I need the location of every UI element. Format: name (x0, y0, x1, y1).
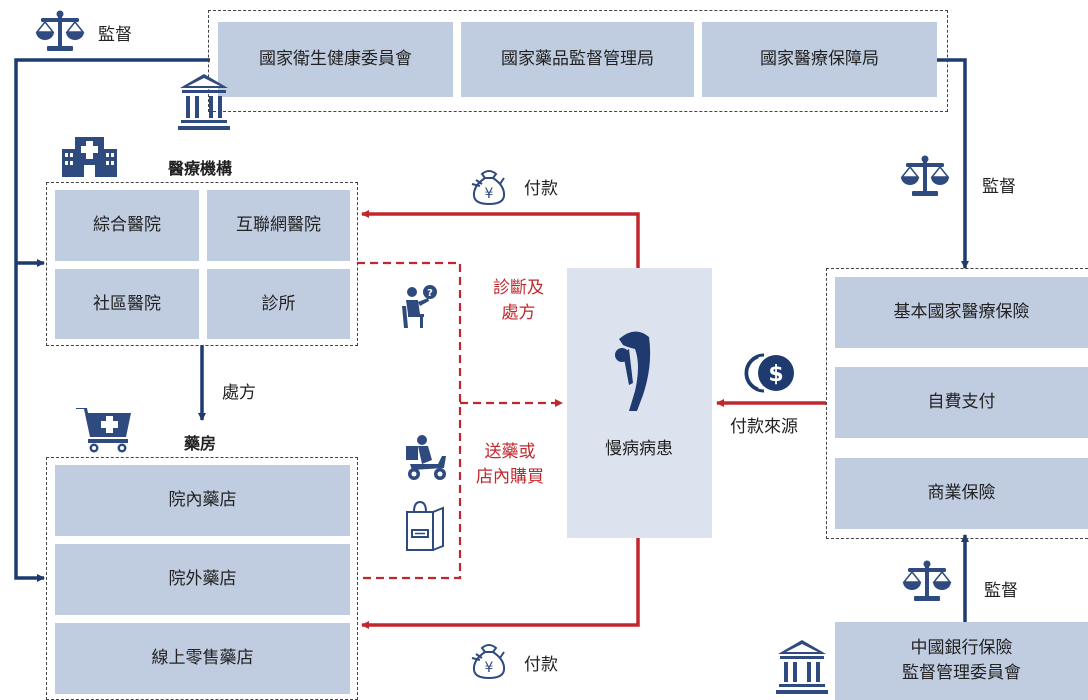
medical-item-label: 診所 (261, 293, 296, 314)
regulator-nhc: 國家衛生健康委員會 (218, 22, 453, 97)
payer-label: 自費支付 (927, 392, 996, 413)
payer-label: 商業保險 (927, 483, 996, 504)
medical-item-label: 綜合醫院 (93, 215, 161, 236)
regulator-nmpa: 國家藥品監督管理局 (461, 22, 694, 97)
cbirc-label: 中國銀行保險 監督管理委員會 (902, 638, 1021, 683)
payment-label-bottom: 付款 (524, 655, 558, 675)
medical-group (46, 182, 358, 346)
scale-icon (35, 10, 85, 51)
payer-self-pay: 自費支付 (835, 367, 1088, 438)
supervise-label-top: 監督 (98, 25, 132, 45)
regulator-nhc-label: 國家衛生健康委員會 (259, 49, 412, 70)
delivery-label: 送藥或 店內購買 (476, 442, 544, 487)
svg-text:?: ? (427, 288, 433, 299)
scale-icon (900, 155, 950, 196)
medical-item-label: 社區醫院 (93, 293, 161, 314)
medical-item-label: 互聯網醫院 (236, 215, 321, 236)
money-bag-icon: ¥ (471, 644, 506, 680)
delivery-scooter-icon (406, 435, 446, 480)
payer-commercial-insurance: 商業保險 (835, 458, 1088, 529)
supervision-line-left (14, 58, 210, 582)
payer-label: 基本國家醫療保險 (893, 302, 1030, 323)
svg-text:¥: ¥ (485, 660, 494, 676)
payment-label-top: 付款 (524, 179, 558, 199)
supervise-label-right: 監督 (982, 177, 1016, 197)
payment-arrow-bottom (361, 538, 640, 629)
payer-basic-insurance: 基本國家醫療保險 (835, 277, 1088, 348)
medical-item-general-hospital: 綜合醫院 (55, 190, 199, 261)
payers-group (826, 268, 1088, 539)
patient-label: 慢病病患 (605, 439, 673, 459)
supervise-label-bottom: 監督 (984, 581, 1018, 601)
scale-icon (902, 560, 952, 601)
pharmacy-item-online-retail: 線上零售藥店 (55, 623, 350, 694)
cbirc-box: 中國銀行保險 監督管理委員會 (835, 622, 1088, 700)
regulator-nhsa-label: 國家醫療保障局 (760, 49, 879, 70)
doctor-consult-icon: ? (402, 285, 437, 328)
pharmacy-cart-icon (76, 408, 131, 453)
pharmacy-title: 藥房 (184, 434, 217, 453)
pharmacy-item-label: 院外藥店 (168, 569, 237, 590)
medical-item-community-hospital: 社區醫院 (55, 269, 199, 339)
payment-source-label: 付款來源 (730, 417, 798, 437)
money-bag-icon: ¥ (471, 170, 506, 206)
medical-title: 醫療機構 (168, 159, 233, 178)
regulators-group (208, 10, 948, 112)
prescription-label: 處方 (222, 383, 256, 403)
regulator-nmpa-label: 國家藥品監督管理局 (501, 49, 654, 70)
pharmacy-item-label: 院內藥店 (168, 490, 237, 511)
pharmacy-item-in-hospital: 院內藥店 (55, 465, 350, 536)
dollar-coins-icon: $ (744, 353, 794, 393)
pharmacy-item-label: 線上零售藥店 (151, 648, 254, 669)
government-building-icon (178, 74, 230, 130)
supervision-line-right (936, 58, 969, 269)
hospital-icon (62, 137, 117, 177)
medical-item-internet-hospital: 互聯網醫院 (207, 190, 350, 261)
svg-text:¥: ¥ (485, 186, 494, 202)
payment-arrow-top (361, 210, 640, 268)
medical-item-clinic: 診所 (207, 269, 350, 339)
government-building-icon (776, 640, 828, 694)
shopping-bag-icon (406, 500, 444, 551)
pharmacy-item-out-hospital: 院外藥店 (55, 544, 350, 615)
regulator-nhsa: 國家醫療保障局 (702, 22, 937, 97)
dashed-from-medical (357, 261, 462, 580)
patient-figure-icon (615, 331, 651, 411)
diagnosis-label: 診斷及 處方 (493, 278, 544, 323)
svg-text:$: $ (768, 362, 783, 387)
